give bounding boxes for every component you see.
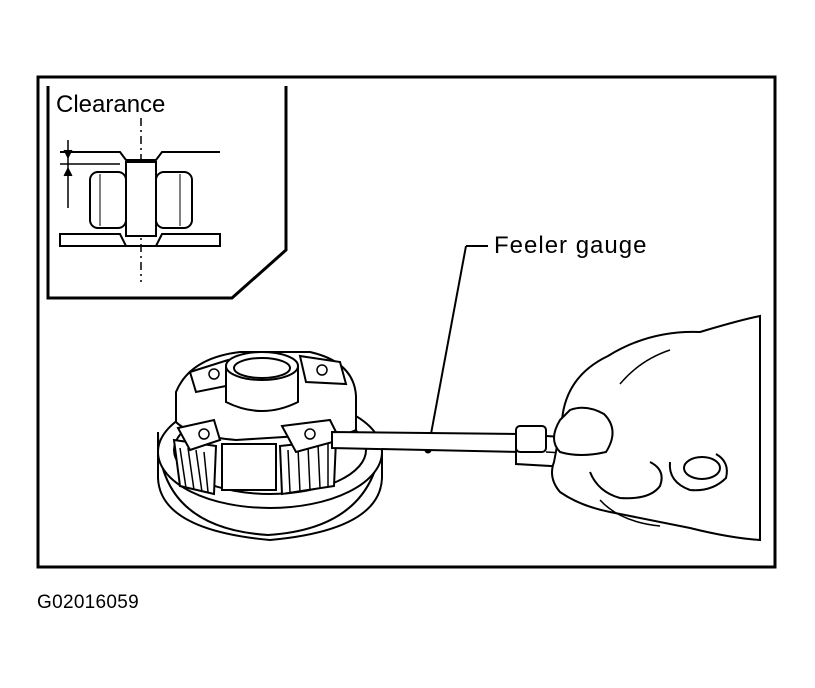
feeler-pivot xyxy=(515,425,547,453)
screw-3 xyxy=(208,368,220,380)
pinion-shaft xyxy=(125,161,157,237)
inset-border xyxy=(46,86,288,300)
callout-leader-vertical xyxy=(427,245,467,451)
carrier-hub-bore xyxy=(233,357,291,379)
carrier-front-block xyxy=(221,443,277,491)
screw-1 xyxy=(198,428,210,440)
feeler-blade xyxy=(331,430,521,454)
inset-title: Clearance xyxy=(56,91,165,118)
base-plate xyxy=(59,233,221,247)
clearance-inset: Clearance xyxy=(46,86,288,300)
pinion-gear-right xyxy=(155,171,193,229)
diagram-border xyxy=(36,75,777,569)
pinion-gear-left xyxy=(89,171,127,229)
clearance-arrow-bottom xyxy=(63,166,73,177)
top-plate xyxy=(60,151,220,161)
clearance-arrow-top xyxy=(63,149,73,160)
planetary-carrier xyxy=(157,351,383,542)
hand-thumb xyxy=(553,406,614,456)
figure-id: G02016059 xyxy=(37,592,140,613)
hand-finger-1 xyxy=(589,461,663,500)
hand-illustration xyxy=(551,314,761,542)
feeler-gauge-label: Feeler gauge xyxy=(494,232,647,259)
screw-4 xyxy=(316,364,328,376)
fingernail xyxy=(683,456,721,480)
screw-2 xyxy=(304,428,316,440)
